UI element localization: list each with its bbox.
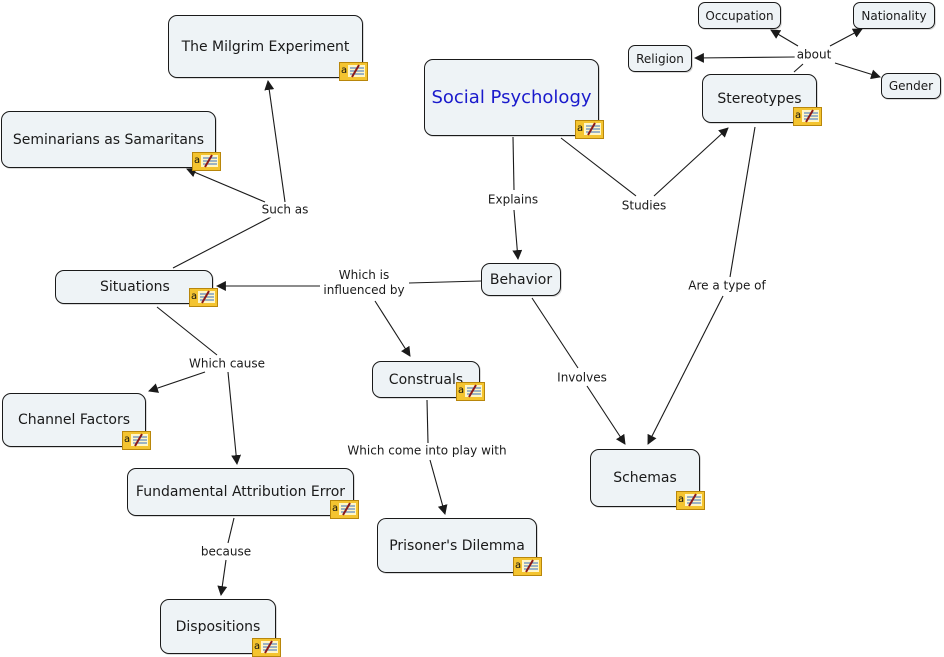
concept-milgrim-experiment[interactable]: The Milgrim Experiment a [168, 15, 368, 81]
edge-explains-behavior [512, 209, 523, 260]
annotation-note-icon[interactable]: a [330, 500, 359, 519]
concept-nationality[interactable]: Nationality [853, 2, 935, 29]
edge-influenced-construals [374, 300, 411, 357]
link-label-explains: Explains [485, 192, 541, 208]
concept-social-psychology[interactable]: Social Psychology a [424, 59, 604, 139]
concept-dispositions[interactable]: Dispositions a [160, 599, 281, 657]
concept-label: Situations [100, 279, 170, 295]
edge-about-gender [834, 62, 881, 80]
svg-text:a: a [458, 385, 464, 396]
link-label-come-into-play: Which come into play with [345, 443, 509, 459]
concept-label: Dispositions [175, 618, 261, 635]
link-label-influenced-by: Which is influenced by [321, 268, 407, 298]
svg-text:a: a [191, 291, 197, 302]
concept-schemas[interactable]: Schemas a [590, 449, 705, 510]
concept-label: Gender [888, 79, 934, 93]
svg-text:a: a [254, 641, 260, 652]
concept-situations[interactable]: Situations a [55, 270, 218, 307]
link-label-involves: Involves [555, 370, 609, 386]
link-label-studies: Studies [619, 198, 669, 214]
edge-because-dispositions [217, 559, 228, 596]
annotation-note-icon[interactable]: a [513, 557, 542, 576]
edge-cause-fae [227, 371, 242, 465]
annotation-note-icon[interactable]: a [575, 120, 604, 139]
svg-text:a: a [194, 155, 200, 166]
svg-text:a: a [678, 494, 684, 505]
concept-label: Nationality [861, 8, 927, 23]
concept-label: Occupation [705, 8, 774, 23]
concept-label: Social Psychology [431, 87, 592, 108]
edge-about-religion [694, 52, 796, 63]
concept-gender[interactable]: Gender [881, 73, 941, 99]
annotation-note-icon[interactable]: a [676, 491, 705, 510]
edge-typeof-schemas [647, 295, 724, 445]
concept-label: Schemas [613, 470, 677, 486]
concept-construals[interactable]: Construals a [372, 361, 485, 401]
concept-seminarians-as-samaritans[interactable]: Seminarians as Samaritans a [1, 111, 221, 171]
concept-label: Religion [636, 51, 684, 66]
edge-stereotypes-typeof [729, 126, 756, 278]
edge-situations-suchas [172, 215, 274, 269]
concept-occupation[interactable]: Occupation [698, 2, 781, 29]
edge-play-prisoners [429, 459, 448, 515]
concept-label: Stereotypes [717, 90, 802, 107]
annotation-note-icon[interactable]: a [252, 638, 281, 657]
concept-fundamental-attribution-error[interactable]: Fundamental Attribution Error a [127, 468, 359, 519]
annotation-note-icon[interactable]: a [339, 62, 368, 81]
edge-situations-cause [156, 306, 218, 356]
link-label-type-of: Are a type of [686, 278, 768, 294]
concept-label: Behavior [489, 271, 553, 288]
svg-text:a: a [795, 110, 801, 121]
svg-text:a: a [515, 560, 521, 571]
annotation-note-icon[interactable]: a [456, 382, 485, 401]
svg-text:a: a [332, 503, 338, 514]
edge-behavior-influenced [408, 280, 482, 284]
edge-studies-stereotypes [653, 127, 729, 197]
annotation-note-icon[interactable]: a [122, 431, 151, 450]
edge-suchas-milgrim [264, 80, 286, 203]
edge-sp-explains [512, 136, 515, 191]
edge-about-nationality [829, 28, 863, 47]
edge-sp-studies [560, 137, 637, 197]
concept-label: Seminarians as Samaritans [12, 131, 205, 148]
edge-stereotypes-about [793, 63, 804, 73]
edge-behavior-involves [531, 297, 579, 369]
edge-about-occupation [770, 29, 799, 47]
edge-fae-because [227, 517, 235, 544]
concept-behavior[interactable]: Behavior [481, 263, 561, 296]
concept-prisoners-dilemma[interactable]: Prisoner's Dilemma a [377, 518, 542, 576]
edge-cause-channel [148, 371, 206, 393]
link-label-because: because [198, 544, 254, 560]
edge-involves-schemas [586, 385, 626, 445]
concept-religion[interactable]: Religion [628, 45, 692, 72]
annotation-note-icon[interactable]: a [793, 107, 822, 126]
link-label-such-as: Such as [259, 202, 311, 218]
annotation-note-icon[interactable]: a [189, 288, 218, 307]
concept-label: Channel Factors [17, 412, 131, 428]
concept-label: The Milgrim Experiment [181, 38, 350, 55]
svg-text:a: a [341, 65, 347, 76]
concept-stereotypes[interactable]: Stereotypes a [702, 74, 822, 126]
concept-label: Fundamental Attribution Error [135, 484, 346, 500]
svg-text:a: a [577, 123, 583, 134]
concept-label: Prisoner's Dilemma [389, 537, 525, 554]
svg-text:a: a [124, 434, 130, 445]
edge-suchas-seminarians [186, 167, 266, 203]
concept-label: Construals [388, 371, 464, 388]
link-label-which-cause: Which cause [186, 356, 268, 372]
edge-construals-play [426, 399, 429, 444]
annotation-note-icon[interactable]: a [192, 152, 221, 171]
concept-channel-factors[interactable]: Channel Factors a [2, 393, 151, 450]
link-label-about: about [794, 47, 834, 63]
